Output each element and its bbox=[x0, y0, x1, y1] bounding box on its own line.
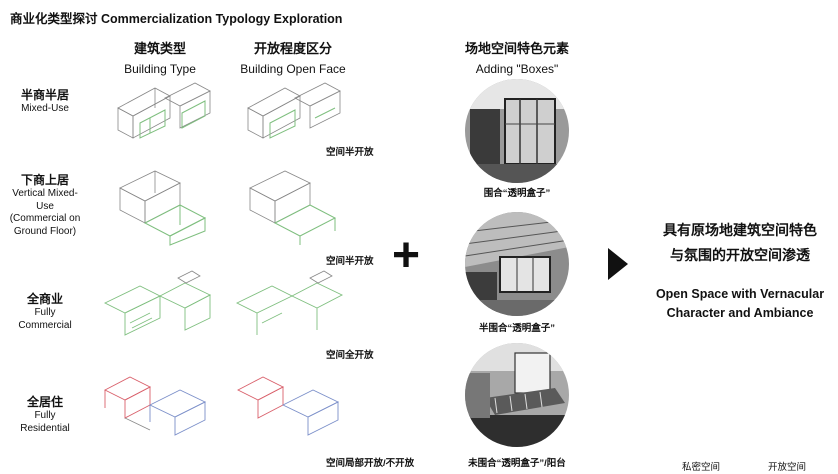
row-label-cn: 下商上居 bbox=[0, 171, 90, 188]
axonometric-vertical-mixed bbox=[110, 163, 220, 248]
row-label-vertical-mixed: 下商上居 Vertical Mixed- Use (Commercial on … bbox=[0, 171, 90, 238]
row-label-fully-commercial: 全商业 Fully Commercial bbox=[0, 290, 90, 332]
result-cn-line: 与氛围的开放空间渗透 bbox=[630, 243, 838, 268]
page-title: 商业化类型探讨 Commercialization Typology Explo… bbox=[10, 8, 342, 27]
axonometric-mixed-use-open bbox=[240, 78, 350, 148]
row-label-fully-residential: 全居住 Fully Residential bbox=[0, 393, 90, 435]
axonometric-fully-commercial-open bbox=[232, 268, 357, 348]
row-label-en: Use bbox=[0, 201, 90, 214]
result-en-block: Open Space with Vernacular Character and… bbox=[630, 285, 838, 323]
photo-enclosed-box bbox=[465, 79, 569, 183]
row-label-en: Fully bbox=[0, 410, 90, 423]
column-header-en: Building Open Face bbox=[228, 62, 358, 76]
axonometric-fully-residential bbox=[95, 360, 225, 445]
plus-operator: + bbox=[392, 232, 420, 280]
result-block: 具有原场地建筑空间特色 与氛围的开放空间渗透 bbox=[630, 218, 838, 268]
column-header-cn: 建筑类型 bbox=[100, 38, 220, 57]
axonometric-fully-residential-open bbox=[228, 360, 358, 445]
row-label-mixed-use: 半商半居 Mixed-Use bbox=[0, 86, 90, 116]
row-label-en: Commercial bbox=[0, 320, 90, 333]
row-label-cn: 全商业 bbox=[0, 290, 90, 307]
column-header-cn: 场地空间特色元素 bbox=[452, 38, 582, 57]
axonometric-fully-commercial bbox=[100, 268, 225, 348]
legend-open-space: 开放空间 bbox=[768, 459, 806, 473]
row-label-en: Residential bbox=[0, 423, 90, 436]
arrow-right-icon bbox=[608, 248, 630, 280]
photo-caption: 半围合“透明盒子” bbox=[445, 320, 589, 334]
column-header-boxes: 场地空间特色元素 Adding "Boxes" bbox=[452, 38, 582, 76]
photo-semi-enclosed-box bbox=[465, 212, 569, 316]
row-label-en: Ground Floor) bbox=[0, 226, 90, 239]
row-label-cn: 半商半居 bbox=[0, 86, 90, 103]
column-header-building-type: 建筑类型 Building Type bbox=[100, 38, 220, 76]
openness-tag: 空间半开放 bbox=[326, 253, 374, 267]
openness-tag: 空间局部开放/不开放 bbox=[326, 455, 414, 469]
result-cn-line: 具有原场地建筑空间特色 bbox=[630, 218, 838, 243]
row-label-en: Vertical Mixed- bbox=[0, 188, 90, 201]
axonometric-mixed-use bbox=[110, 78, 220, 148]
result-en-line: Character and Ambiance bbox=[630, 304, 838, 323]
column-header-cn: 开放程度区分 bbox=[228, 38, 358, 57]
column-header-en: Adding "Boxes" bbox=[452, 62, 582, 76]
row-label-en: Mixed-Use bbox=[0, 103, 90, 116]
axonometric-vertical-mixed-open bbox=[240, 163, 350, 248]
openness-tag: 空间半开放 bbox=[326, 144, 374, 158]
column-header-en: Building Type bbox=[100, 62, 220, 76]
column-header-open-face: 开放程度区分 Building Open Face bbox=[228, 38, 358, 76]
photo-caption: 未围合“透明盒子”/阳台 bbox=[445, 455, 589, 469]
legend-private-space: 私密空间 bbox=[682, 459, 720, 473]
row-label-en: Fully bbox=[0, 307, 90, 320]
photo-open-box-balcony bbox=[465, 343, 569, 447]
photo-caption: 围合“透明盒子” bbox=[445, 185, 589, 199]
openness-tag: 空间全开放 bbox=[326, 347, 374, 361]
row-label-en: (Commercial on bbox=[0, 213, 90, 226]
row-label-cn: 全居住 bbox=[0, 393, 90, 410]
result-en-line: Open Space with Vernacular bbox=[630, 285, 838, 304]
